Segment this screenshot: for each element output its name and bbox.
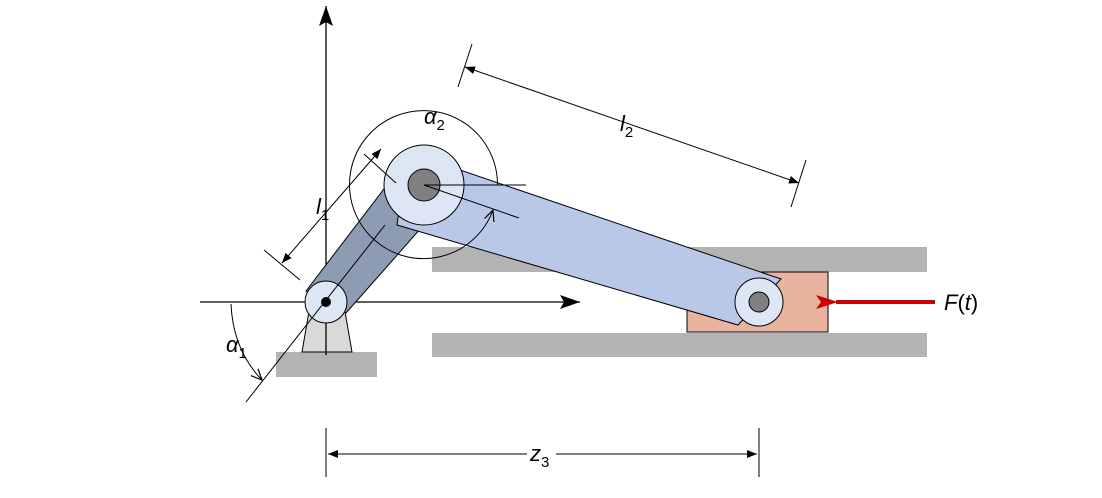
l2-extension-right [790, 159, 807, 208]
alpha1-symbol: α [226, 332, 240, 357]
label-l2: l2 [620, 111, 633, 141]
l1-symbol: l [316, 194, 322, 219]
l2-extension-left [457, 43, 473, 88]
l1-dimension-line [281, 148, 382, 264]
force-symbol: F [944, 290, 959, 315]
label-force: F(t) [944, 290, 978, 315]
force-paren-close: ) [971, 290, 978, 315]
alpha2-symbol: α [424, 104, 438, 129]
force-argument: t [965, 290, 972, 315]
l2-dimension-line [464, 66, 800, 184]
lower-guide-rail [432, 333, 927, 357]
ground-base [276, 352, 377, 377]
l2-symbol: l [620, 111, 626, 136]
label-alpha2: α2 [424, 104, 445, 134]
label-z3: z3 [529, 441, 549, 471]
label-l1: l1 [316, 194, 329, 224]
z3-subscript: 3 [541, 454, 549, 471]
alpha1-arc [230, 303, 262, 380]
alpha2-subscript: 2 [437, 117, 445, 134]
base-pin [321, 297, 331, 307]
z3-symbol: z [529, 441, 541, 466]
l2-subscript: 2 [625, 124, 633, 141]
slider-pin [748, 291, 770, 313]
force-paren-open: ( [957, 290, 965, 315]
coupler-direction-line [423, 184, 520, 219]
alpha1-subscript: 1 [239, 345, 247, 362]
l1-extension-bottom [263, 249, 301, 281]
label-alpha1: α1 [226, 332, 247, 362]
l1-subscript: 1 [321, 207, 329, 224]
